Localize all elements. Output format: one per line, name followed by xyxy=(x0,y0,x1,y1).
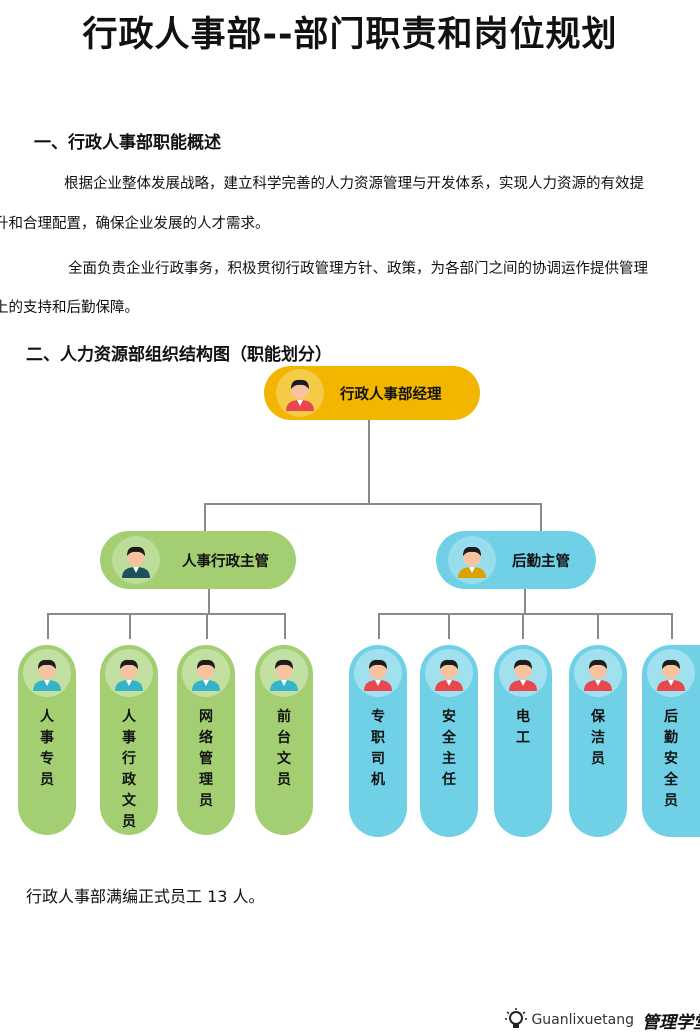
org-staff-driver: 专职司机 xyxy=(349,645,407,837)
page-title: 行政人事部--部门职责和岗位规划 xyxy=(82,15,618,55)
org-staff-hr-admin-clerk: 人事行政文员 xyxy=(100,645,158,835)
avatar xyxy=(499,649,547,697)
avatar xyxy=(354,649,402,697)
avatar xyxy=(647,649,695,697)
section1-heading: 一、行政人事部职能概述 xyxy=(34,133,221,153)
avatar xyxy=(23,649,71,697)
person-icon-red xyxy=(509,659,537,691)
org-staff-front-desk-clerk: 前台文员 xyxy=(255,645,313,835)
org-staff-label: 后勤安全员 xyxy=(664,709,678,809)
org-node-label: 行政人事部经理 xyxy=(340,386,442,403)
org-staff-label: 专职司机 xyxy=(371,709,385,788)
section1-paragraph2-line2: 上的支持和后勤保障。 xyxy=(0,300,139,316)
person-icon-gold xyxy=(458,546,486,578)
avatar xyxy=(112,536,160,584)
person-icon-red xyxy=(584,659,612,691)
footer-brand-latin: Guanlixuetang xyxy=(531,1012,634,1028)
person-icon-teal xyxy=(115,659,143,691)
org-node-right-manager: 后勤主管 xyxy=(436,531,596,589)
org-staff-electrician: 电工 xyxy=(494,645,552,837)
avatar xyxy=(574,649,622,697)
staff-summary: 行政人事部满编正式员工 13 人。 xyxy=(26,887,265,906)
avatar xyxy=(105,649,153,697)
section1-paragraph2-line1: 全面负责企业行政事务，积极贯彻行政管理方针、政策，为各部门之间的协调运作提供管理 xyxy=(68,261,648,277)
avatar xyxy=(260,649,308,697)
person-icon-red xyxy=(286,379,314,411)
org-node-label: 人事行政主管 xyxy=(182,553,269,570)
person-icon-red xyxy=(364,659,392,691)
avatar xyxy=(425,649,473,697)
org-staff-label: 保洁员 xyxy=(591,709,605,767)
person-icon-teal xyxy=(33,659,61,691)
org-staff-safety-director: 安全主任 xyxy=(420,645,478,837)
footer-brand: Guanlixuetang 管理学堂 xyxy=(505,1005,700,1035)
org-node-label: 后勤主管 xyxy=(512,553,570,570)
org-node-left-manager: 人事行政主管 xyxy=(100,531,296,589)
section2-heading: 二、人力资源部组织结构图（职能划分） xyxy=(26,345,332,365)
org-staff-label: 电工 xyxy=(516,709,530,746)
org-staff-label: 人事专员 xyxy=(40,709,54,788)
person-icon-teal xyxy=(270,659,298,691)
org-staff-logistics-safety: 后勤安全员 xyxy=(642,645,700,837)
org-staff-hr-specialist: 人事专员 xyxy=(18,645,76,835)
avatar xyxy=(182,649,230,697)
person-icon-teal xyxy=(192,659,220,691)
avatar xyxy=(276,369,324,417)
avatar xyxy=(448,536,496,584)
footer-brand-cn: 管理学堂 xyxy=(642,1012,700,1033)
org-staff-network-admin: 网络管理员 xyxy=(177,645,235,835)
org-staff-label: 前台文员 xyxy=(277,709,291,788)
section1-paragraph1-line2: 升和合理配置，确保企业发展的人才需求。 xyxy=(0,216,270,232)
org-staff-label: 安全主任 xyxy=(442,709,456,788)
org-staff-label: 人事行政文员 xyxy=(122,709,136,830)
org-staff-label: 网络管理员 xyxy=(199,709,213,809)
lightbulb-icon xyxy=(505,1008,528,1028)
section1-paragraph1-line1: 根据企业整体发展战略，建立科学完善的人力资源管理与开发体系，实现人力资源的有效提 xyxy=(64,176,644,192)
org-staff-cleaner: 保洁员 xyxy=(569,645,627,837)
org-node-top-manager: 行政人事部经理 xyxy=(264,366,480,420)
person-icon-red xyxy=(657,659,685,691)
person-icon-red xyxy=(435,659,463,691)
person-icon-dark xyxy=(122,546,150,578)
